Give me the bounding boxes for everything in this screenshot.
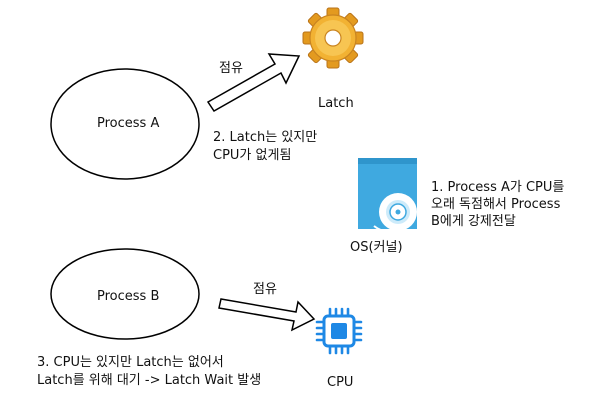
edge-label-b-to-cpu: 점유 [253, 282, 277, 297]
latch-label: Latch [318, 96, 354, 111]
process-b-node [50, 248, 200, 340]
arrow-b-to-cpu [218, 298, 316, 332]
edge-label-a-to-latch: 점유 [219, 61, 243, 76]
arrow-a-to-latch [206, 53, 301, 112]
note-step1-line3: B에게 강제전달 [431, 214, 516, 229]
cpu-chip-icon [315, 307, 363, 355]
process-a-node [50, 68, 200, 180]
note-step2-line2: CPU가 없게됨 [213, 148, 292, 163]
note-step2-line1: 2. Latch는 있지만 [213, 130, 318, 145]
gear-icon [302, 7, 364, 69]
process-b-label: Process B [97, 289, 160, 304]
process-a-label: Process A [97, 116, 160, 131]
os-disk-icon [358, 158, 417, 234]
cpu-label: CPU [327, 375, 354, 390]
os-label: OS(커널) [350, 240, 403, 255]
note-step1-line2: 오래 독점해서 Process [431, 197, 561, 212]
note-step1-line1: 1. Process A가 CPU를 [431, 180, 565, 195]
note-step3-line2: Latch를 위해 대기 -> Latch Wait 발생 [37, 373, 262, 388]
note-step3-line1: 3. CPU는 있지만 Latch는 없어서 [37, 355, 224, 370]
